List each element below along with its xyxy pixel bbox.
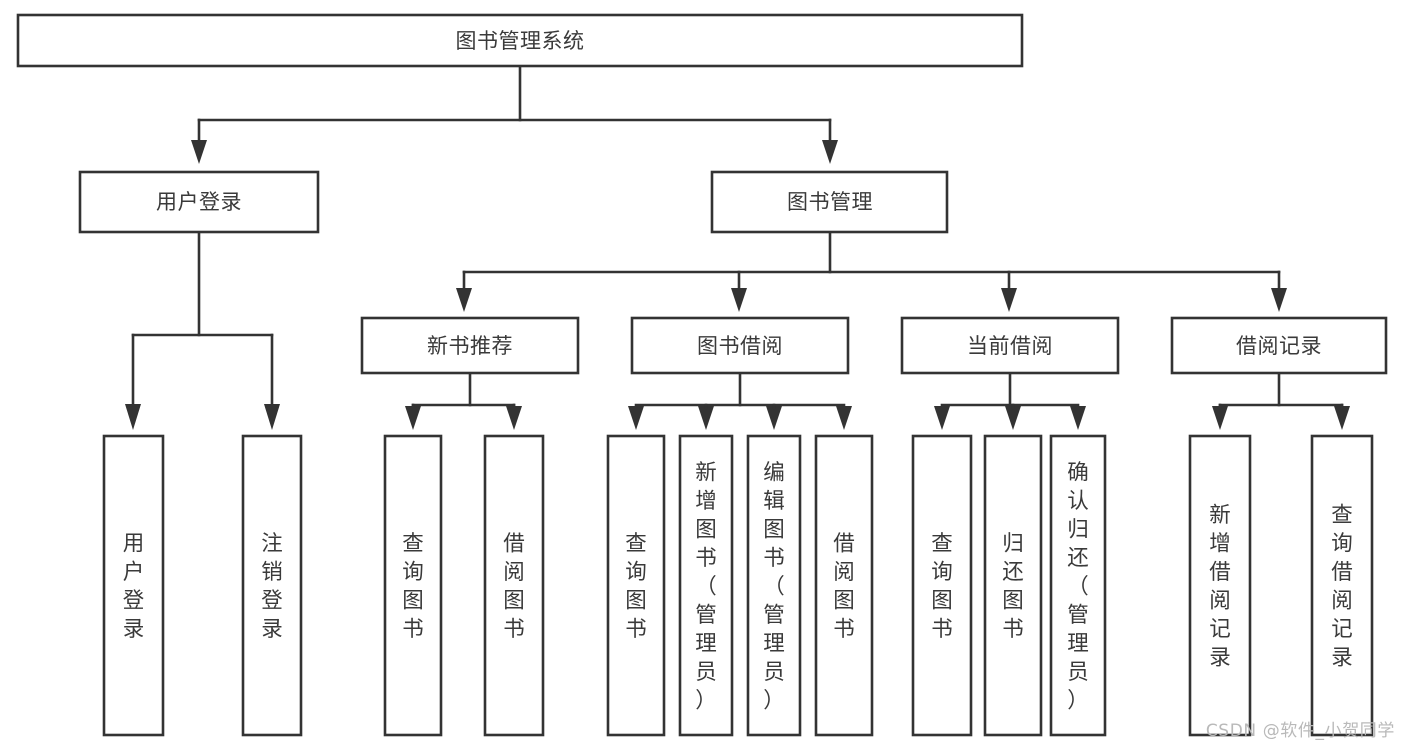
leaf-node-label: 借阅图书: [503, 532, 525, 643]
leaf-node-box[interactable]: [746, 434, 802, 737]
leaf-node-label: 新增借阅记录: [1209, 503, 1231, 671]
arrow-head-record: [1271, 288, 1287, 312]
arrow-head-cur-leaf1: [934, 406, 950, 430]
node-borrow-record[interactable]: 借阅记录: [1170, 316, 1388, 375]
arrow-head-borrow: [731, 288, 747, 312]
bracket-glyph: （: [695, 574, 717, 599]
node-book-borrow[interactable]: 图书借阅: [630, 316, 850, 375]
leaf-node-box[interactable]: [606, 434, 666, 737]
leaf-node[interactable]: 查询图书: [606, 434, 666, 737]
arrow-head-cur-leaf3: [1070, 406, 1086, 430]
leaf-node[interactable]: 借阅图书: [814, 434, 874, 737]
arrow-head-leaf-user-login: [125, 404, 141, 430]
csdn-watermark: CSDN @软件_小贺同学: [1205, 721, 1395, 741]
node-current-borrow-box[interactable]: [900, 316, 1120, 375]
bracket-glyph: ）: [1067, 688, 1089, 713]
bracket-glyph: （: [763, 574, 785, 599]
node-user-login-box[interactable]: [78, 170, 320, 234]
leaf-node-box[interactable]: [678, 434, 734, 737]
leaf-node-label: 确认归还（管理员）: [1067, 460, 1089, 713]
leaf-node[interactable]: 新增图书（管理员）: [678, 434, 734, 737]
leaf-node-box[interactable]: [483, 434, 545, 737]
connector-group-current: [934, 371, 1086, 430]
leaf-node-label: 查询借阅记录: [1331, 503, 1353, 671]
bracket-glyph: ）: [695, 688, 717, 713]
node-book-management-label: 图书管理: [787, 190, 873, 214]
arrow-head-nb-leaf1: [405, 406, 421, 430]
leaf-node-label: 归还图书: [1002, 532, 1024, 643]
leaf-node[interactable]: 注销登录: [241, 434, 303, 737]
leaf-node-label: 借阅图书: [833, 532, 855, 643]
node-current-borrow[interactable]: 当前借阅: [900, 316, 1120, 375]
arrow-head-rec-leaf2: [1334, 406, 1350, 430]
leaf-node-box[interactable]: [814, 434, 874, 737]
arrow-head-bookmgmt: [822, 140, 838, 164]
leaf-node-box[interactable]: [102, 434, 165, 737]
leaf-node-label: 查询图书: [931, 532, 953, 643]
leaf-node-label: 编辑图书（管理员）: [763, 460, 785, 713]
leaf-node-label: 查询图书: [402, 532, 424, 643]
leaf-node-label: 用户登录: [123, 532, 145, 643]
arrow-head-login: [191, 140, 207, 164]
connector-group-login: [125, 230, 280, 430]
leaf-node[interactable]: 确认归还（管理员）: [1049, 434, 1107, 737]
connector-group-root: [191, 64, 838, 164]
leaf-node[interactable]: 编辑图书（管理员）: [746, 434, 802, 737]
arrow-head-cur-leaf2: [1005, 406, 1021, 430]
arrow-head-current: [1001, 288, 1017, 312]
leaf-node[interactable]: 新增借阅记录: [1188, 434, 1252, 737]
node-book-borrow-label: 图书借阅: [697, 334, 783, 358]
node-root[interactable]: 图书管理系统: [16, 13, 1024, 68]
arrow-head-rec-leaf1: [1212, 406, 1228, 430]
connector-group-newbook: [405, 371, 522, 430]
bracket-glyph: （: [1067, 574, 1089, 599]
leaf-node[interactable]: 用户登录: [102, 434, 165, 737]
leaf-node-label: 查询图书: [625, 532, 647, 643]
leaf-node-label: 注销登录: [261, 532, 283, 643]
node-borrow-record-box[interactable]: [1170, 316, 1388, 375]
arrow-head-bl-leaf4: [836, 406, 852, 430]
leaf-node-box[interactable]: [1188, 434, 1252, 737]
leaf-node-box[interactable]: [911, 434, 973, 737]
leaf-node-box[interactable]: [1310, 434, 1374, 737]
arrow-head-nb-leaf2: [506, 406, 522, 430]
leaf-node[interactable]: 查询借阅记录: [1310, 434, 1374, 737]
leaf-node-box[interactable]: [983, 434, 1043, 737]
leaf-node-box[interactable]: [241, 434, 303, 737]
arrow-head-leaf-user-logout: [264, 404, 280, 430]
node-new-book-recommend[interactable]: 新书推荐: [360, 316, 580, 375]
bracket-glyph: ）: [763, 688, 785, 713]
leaf-node-box[interactable]: [1049, 434, 1107, 737]
node-book-management[interactable]: 图书管理: [710, 170, 949, 234]
node-book-management-box[interactable]: [710, 170, 949, 234]
arrow-head-bl-leaf2: [698, 406, 714, 430]
node-new-book-recommend-label: 新书推荐: [427, 334, 513, 358]
connector-group-record: [1212, 371, 1350, 430]
connector-group-bookmgmt: [456, 230, 1287, 312]
node-book-borrow-box[interactable]: [630, 316, 850, 375]
node-user-login[interactable]: 用户登录: [78, 170, 320, 234]
node-current-borrow-label: 当前借阅: [967, 334, 1053, 358]
node-root-box[interactable]: [16, 13, 1024, 68]
leaf-node[interactable]: 归还图书: [983, 434, 1043, 737]
leaf-node[interactable]: 查询图书: [383, 434, 443, 737]
connector-group-borrow: [628, 371, 852, 430]
node-root-label: 图书管理系统: [456, 29, 585, 53]
arrow-head-bl-leaf3: [766, 406, 782, 430]
leaf-node[interactable]: 借阅图书: [483, 434, 545, 737]
leaf-node-layer: 用户登录 注销登录 查询图书 借阅图书 查询图书 新增图书（管理员） 编辑图书（管理员） 借阅…: [102, 434, 1374, 737]
arrow-head-newbook: [456, 288, 472, 312]
leaf-node-label: 新增图书（管理员）: [695, 460, 717, 713]
leaf-node-box[interactable]: [383, 434, 443, 737]
node-borrow-record-label: 借阅记录: [1236, 334, 1322, 358]
node-user-login-label: 用户登录: [156, 190, 242, 214]
arrow-head-bl-leaf1: [628, 406, 644, 430]
node-new-book-recommend-box[interactable]: [360, 316, 580, 375]
leaf-node[interactable]: 查询图书: [911, 434, 973, 737]
